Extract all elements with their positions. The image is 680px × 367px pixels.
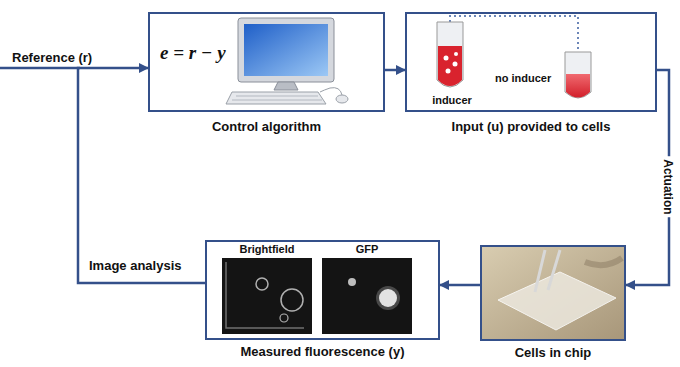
edge-label: Image analysis — [86, 259, 185, 274]
monitor-stand — [274, 82, 298, 90]
gfp-cell — [348, 278, 356, 286]
dotted-link — [450, 16, 578, 52]
microfluidic-chip — [498, 272, 616, 330]
cell-outline — [281, 289, 303, 311]
inducer-tube — [437, 22, 463, 87]
reference-wire — [0, 67, 80, 70]
control-liquid — [566, 74, 590, 98]
flow-arrow — [78, 68, 205, 283]
inducer-particle — [454, 52, 458, 56]
process-box: BrightfieldGFPMeasured fluorescence (y) — [205, 240, 440, 340]
keyboard — [226, 92, 326, 104]
flow-arrow — [440, 284, 480, 287]
control-tube — [565, 52, 591, 98]
box-caption: Cells in chip — [482, 346, 624, 361]
box-caption: Input (u) provided to cells — [407, 120, 655, 135]
panel-label: GFP — [322, 243, 412, 256]
gfp-glow — [376, 286, 400, 310]
chip-shadow — [585, 258, 622, 265]
chip-tubing — [535, 250, 560, 292]
box-caption: Measured fluorescence (y) — [207, 345, 438, 360]
mouse — [336, 95, 348, 103]
brightfield-image — [222, 258, 312, 334]
process-box: inducerno inducerInput (u) provided to c… — [405, 12, 657, 112]
formula-text: e = r − y — [160, 42, 226, 64]
gfp-cell — [379, 289, 397, 307]
mouse-cord — [320, 88, 342, 95]
inducer-liquid — [438, 46, 462, 86]
cell-outline — [256, 278, 268, 290]
tube-label: no inducer — [495, 72, 551, 85]
flow-arrow — [385, 69, 405, 72]
keyboard-keys — [232, 96, 322, 100]
cell-outline — [280, 314, 288, 322]
box-caption: Control algorithm — [150, 120, 383, 135]
input-label: Reference (r) — [12, 50, 92, 65]
chamber-edge — [226, 262, 304, 328]
process-box: e = r − yControl algorithm — [148, 12, 385, 112]
gfp-image — [322, 258, 412, 334]
monitor-screen — [244, 24, 328, 76]
inducer-particle — [444, 56, 449, 61]
edge-label: Actuation — [660, 156, 674, 217]
monitor-bezel — [238, 18, 334, 82]
tube-label: inducer — [422, 94, 482, 107]
panel-label: Brightfield — [222, 243, 312, 256]
chip-photo — [482, 247, 624, 339]
process-box: Cells in chip — [480, 245, 626, 341]
inducer-particle — [446, 69, 451, 74]
inducer-particle — [453, 62, 458, 67]
